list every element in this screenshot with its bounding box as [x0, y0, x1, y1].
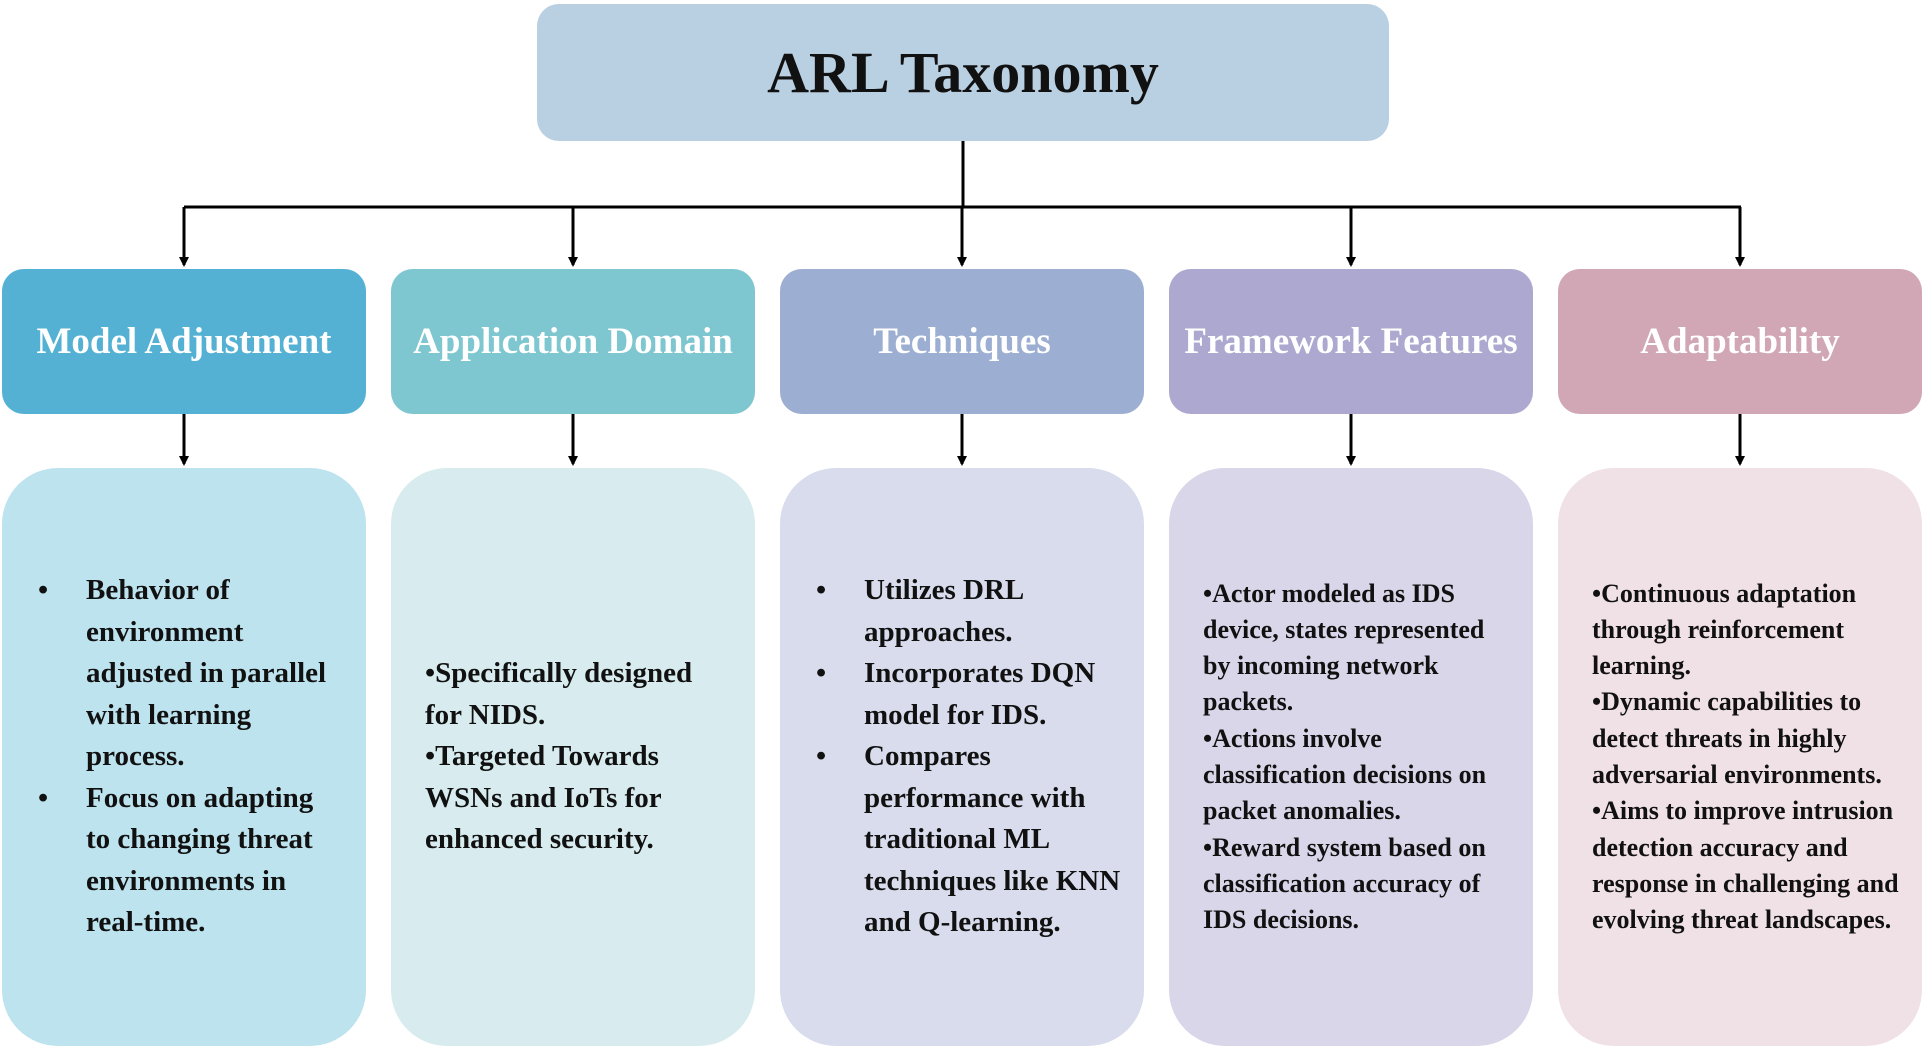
taxonomy-title: ARL Taxonomy: [537, 4, 1389, 141]
category-heading: Model Adjustment: [2, 269, 366, 414]
detail-point: Focus on adapting to changing threat env…: [38, 778, 340, 944]
category-heading: Application Domain: [391, 269, 755, 414]
category-details: Behavior of environment adjusted in para…: [2, 468, 366, 1046]
detail-list: Continuous adaptation through reinforcem…: [1558, 576, 1922, 939]
category-heading: Framework Features: [1169, 269, 1533, 414]
detail-list: Utilizes DRL approaches.Incorporates DQN…: [780, 570, 1144, 944]
detail-point: Dynamic capabilities to detect threats i…: [1592, 684, 1906, 793]
detail-point: Incorporates DQN model for IDS.: [816, 653, 1124, 736]
detail-point: Actions involve classification decisions…: [1203, 721, 1517, 830]
detail-point: Compares performance with traditional ML…: [816, 736, 1124, 944]
category-heading: Techniques: [780, 269, 1144, 414]
detail-point: Actor modeled as IDS device, states repr…: [1203, 576, 1517, 721]
detail-point: Specifically designed for NIDS.: [425, 653, 735, 736]
detail-point: Reward system based on classification ac…: [1203, 830, 1517, 939]
detail-point: Continuous adaptation through reinforcem…: [1592, 576, 1906, 685]
category-details: Actor modeled as IDS device, states repr…: [1169, 468, 1533, 1046]
detail-list: Actor modeled as IDS device, states repr…: [1169, 576, 1533, 939]
detail-point: Utilizes DRL approaches.: [816, 570, 1124, 653]
detail-point: Targeted Towards WSNs and IoTs for enhan…: [425, 736, 735, 861]
detail-point: Aims to improve intrusion detection accu…: [1592, 793, 1906, 938]
detail-list: Behavior of environment adjusted in para…: [2, 570, 366, 944]
category-details: Continuous adaptation through reinforcem…: [1558, 468, 1922, 1046]
category-details: Utilizes DRL approaches.Incorporates DQN…: [780, 468, 1144, 1046]
category-heading: Adaptability: [1558, 269, 1922, 414]
detail-list: Specifically designed for NIDS.Targeted …: [391, 653, 755, 861]
category-details: Specifically designed for NIDS.Targeted …: [391, 468, 755, 1046]
detail-point: Behavior of environment adjusted in para…: [38, 570, 340, 778]
